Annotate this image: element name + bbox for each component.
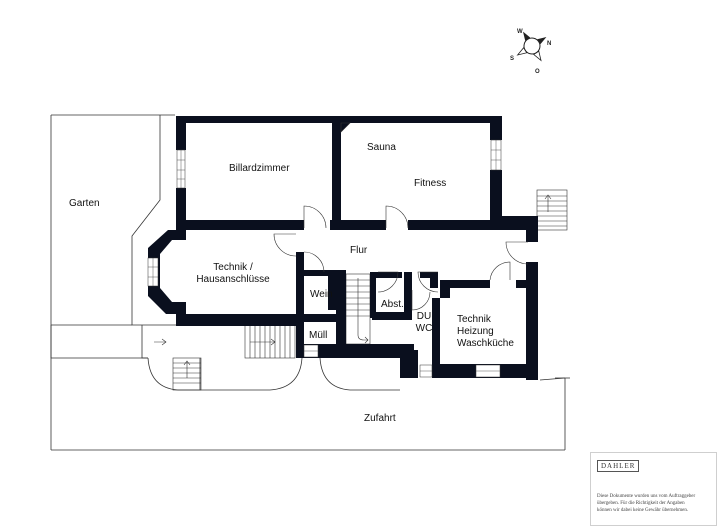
compass-letters: W N S O [510,29,551,75]
room-label-technik-heizung: Technik Heizung Waschküche [457,314,514,349]
walls [148,116,538,380]
brand-logo: DAHLER [597,460,640,472]
compass-o: O [535,69,540,75]
room-label-zufahrt: Zufahrt [364,413,396,424]
doors [273,122,529,311]
room-label-billardzimmer: Billardzimmer [229,163,290,174]
room-label-abst: Abst. [381,299,404,310]
compass-s: S [510,56,514,62]
compass-n: N [547,41,551,47]
room-label-flur: Flur [350,245,368,256]
room-label-du-wc: DU WC [415,311,433,334]
disclaimer-box: DAHLER Diese Dokumente wurden uns vom Au… [590,452,717,526]
room-label-fitness: Fitness [414,178,447,189]
disclaimer-text: Diese Dokumente wurden uns vom Auftragge… [597,494,696,513]
room-label-garten: Garten [69,198,100,209]
room-label-muell: Müll [309,330,328,341]
room-label-wein: Wein [310,289,333,300]
window-panes [148,140,501,372]
compass-w: W [517,29,523,35]
room-label-technik-hausanschluesse: Technik / Hausanschlüsse [196,262,270,285]
compass-icon [516,31,547,62]
room-label-sauna: Sauna [367,142,396,153]
site-outline [50,114,570,451]
